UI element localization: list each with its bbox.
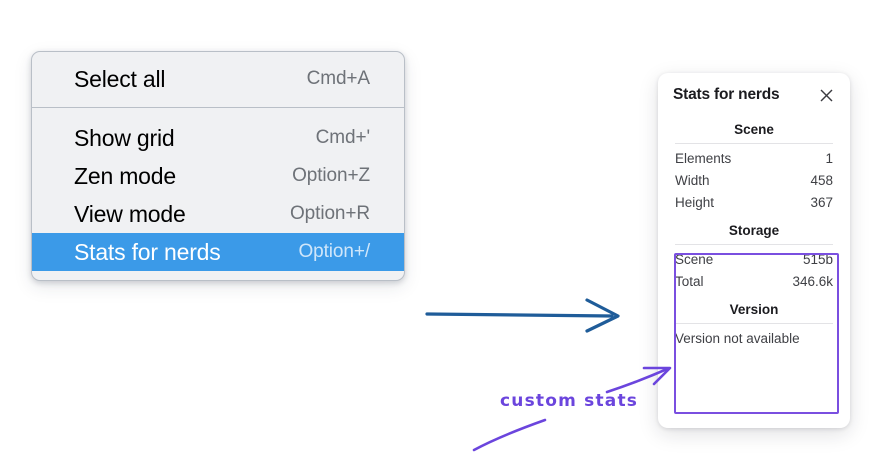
row-value: 1 [825, 150, 833, 166]
menu-item-shortcut: Cmd+A [306, 68, 370, 89]
table-row: Elements 1 [673, 147, 835, 169]
table-row: Scene 515b [673, 248, 835, 270]
menu-item-shortcut: Option+R [290, 203, 370, 224]
purple-underline-stroke [472, 418, 547, 452]
stats-panel-title: Stats for nerds [673, 86, 780, 103]
menu-item-label: Zen mode [74, 162, 176, 189]
menu-item-label: Select all [74, 65, 166, 92]
table-row: Height 367 [673, 191, 835, 213]
context-menu[interactable]: Select all Cmd+A Show grid Cmd+' Zen mod… [31, 51, 405, 281]
menu-group-2: Show grid Cmd+' Zen mode Option+Z View m… [32, 107, 404, 271]
close-icon[interactable] [817, 86, 835, 104]
section-heading: Storage [728, 223, 780, 238]
menu-item-stats-for-nerds[interactable]: Stats for nerds Option+/ [32, 233, 404, 271]
section-heading: Version [729, 302, 779, 317]
stats-section-version: Version Version not available [673, 298, 835, 350]
menu-item-show-grid[interactable]: Show grid Cmd+' [32, 119, 404, 157]
row-label: Height [675, 194, 715, 210]
row-value: 458 [810, 172, 833, 188]
blue-arrow-icon [425, 298, 620, 333]
stats-section-scene: Scene Elements 1 Width 458 Height 367 [673, 118, 835, 213]
row-label: Scene [675, 251, 714, 267]
menu-item-label: View mode [74, 200, 186, 227]
menu-item-shortcut: Cmd+' [315, 127, 370, 148]
section-divider [675, 143, 833, 144]
menu-item-label: Show grid [74, 124, 175, 151]
stats-for-nerds-panel: Stats for nerds Scene Elements 1 Width 4… [658, 73, 850, 428]
version-note: Version not available [675, 331, 800, 346]
menu-item-zen-mode[interactable]: Zen mode Option+Z [32, 157, 404, 195]
section-divider [675, 244, 833, 245]
menu-item-view-mode[interactable]: View mode Option+R [32, 195, 404, 233]
table-row: Width 458 [673, 169, 835, 191]
row-value: 367 [810, 194, 833, 210]
row-label: Total [675, 273, 704, 289]
menu-group-1: Select all Cmd+A [32, 60, 404, 107]
menu-item-label: Stats for nerds [74, 238, 221, 265]
row-value: 515b [802, 251, 833, 267]
stats-panel-header: Stats for nerds [673, 86, 835, 104]
section-heading: Scene [734, 122, 774, 137]
menu-item-select-all[interactable]: Select all Cmd+A [32, 60, 404, 98]
custom-stats-annotation-label: custom stats [500, 391, 639, 411]
row-label: Elements [675, 150, 732, 166]
row-label: Width [675, 172, 710, 188]
menu-item-shortcut: Option+/ [298, 241, 370, 262]
table-row: Total 346.6k [673, 270, 835, 292]
section-divider [675, 323, 833, 324]
stats-section-storage: Storage Scene 515b Total 346.6k [673, 219, 835, 292]
menu-item-shortcut: Option+Z [292, 165, 370, 186]
row-value: 346.6k [792, 273, 833, 289]
